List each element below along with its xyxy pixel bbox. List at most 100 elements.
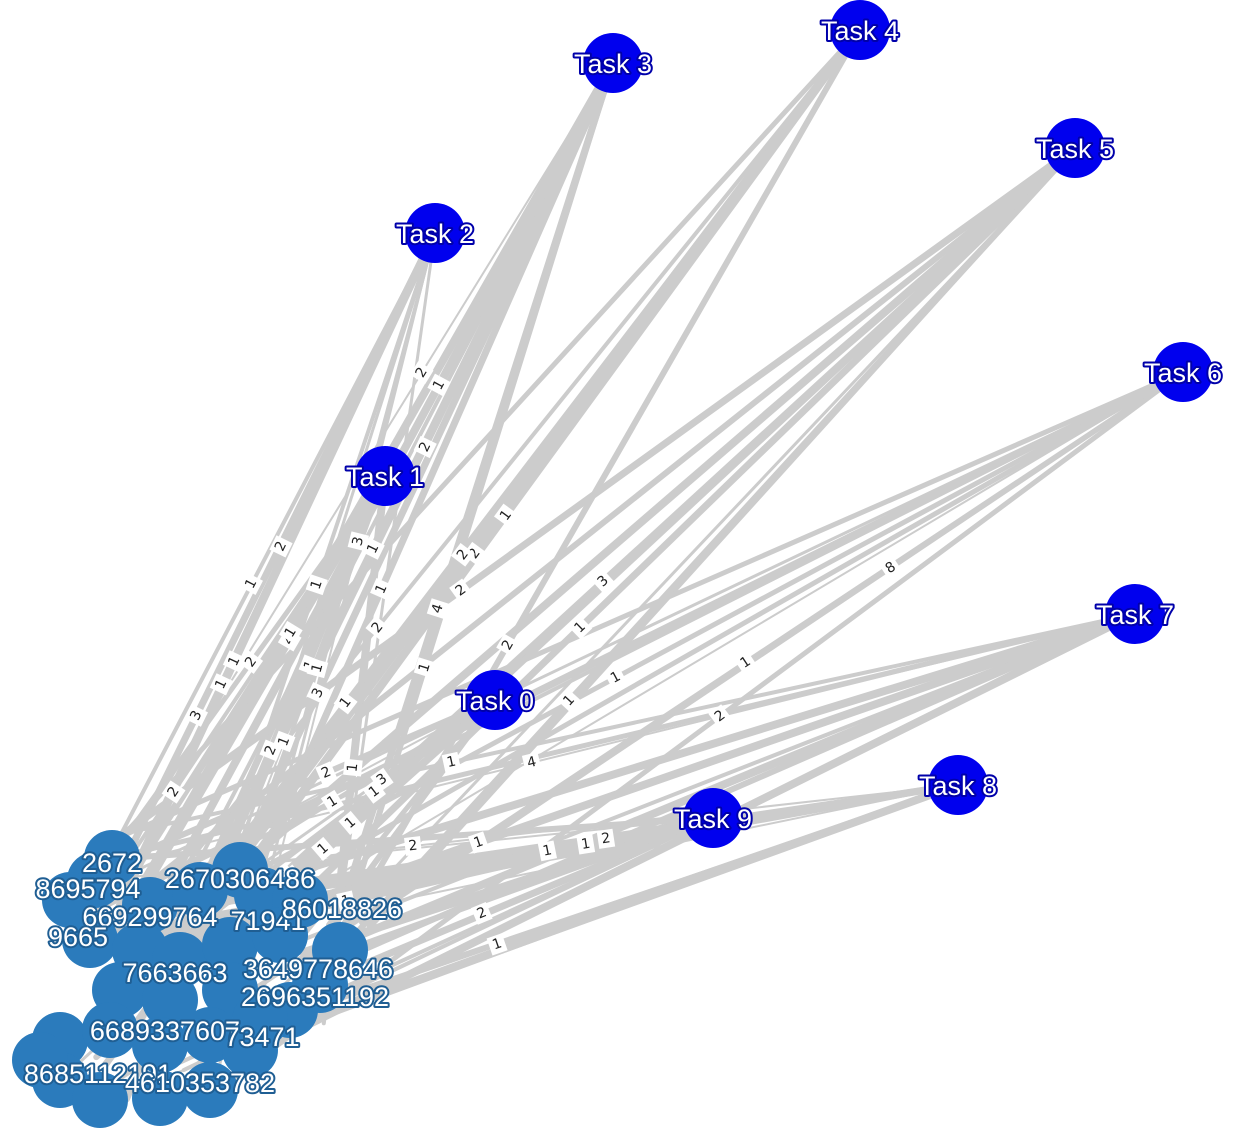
- document-node-label-d1[interactable]: 2672: [80, 846, 144, 880]
- document-node-circle[interactable]: [142, 972, 198, 1028]
- edge-weight-label: 1: [278, 620, 303, 644]
- edge-weight-label-bg: [362, 779, 387, 804]
- task-node-circle[interactable]: [683, 788, 743, 848]
- task-node-label: Task 4: [821, 16, 899, 46]
- task-node-t0[interactable]: Task 0: [454, 670, 536, 730]
- document-node-circle[interactable]: [202, 917, 258, 973]
- edge-weight-label-bg: [320, 789, 344, 814]
- edge-weight-label: 2: [315, 761, 338, 785]
- document-node-circle[interactable]: [252, 907, 308, 963]
- edge-weight-label: 1: [361, 537, 385, 560]
- task-node-t6[interactable]: Task 6: [1142, 342, 1224, 402]
- task-node-circle[interactable]: [1105, 584, 1165, 644]
- document-node-label-d10[interactable]: 2696351192: [239, 980, 391, 1014]
- task-node-label: Task 9: [674, 804, 752, 834]
- document-node-label-d8[interactable]: 7663663: [120, 956, 229, 990]
- task-node-t1[interactable]: Task 1: [344, 446, 426, 506]
- task-node-t3[interactable]: Task 3: [572, 33, 654, 93]
- edge-weight-label: 1: [320, 789, 344, 814]
- task-node-t2[interactable]: Task 2: [394, 203, 476, 263]
- document-node-label-d6[interactable]: 86018826: [280, 892, 404, 926]
- task-node-circle[interactable]: [465, 670, 525, 730]
- document-node-label-d11[interactable]: 6689337607: [88, 1014, 242, 1048]
- edge-weight-label-bg: [486, 933, 508, 956]
- edge-weight-label-bg: [470, 902, 493, 925]
- edge-weight-label: 1: [343, 758, 363, 777]
- edge-weight-label: 1: [557, 688, 582, 713]
- document-node-circle[interactable]: [182, 1062, 238, 1118]
- edge-t6-d4: [121, 370, 1185, 910]
- task-node-circle[interactable]: [405, 203, 465, 263]
- edge-weight-label-bg: [426, 598, 449, 619]
- task-node-circle[interactable]: [1045, 118, 1105, 178]
- edge-weight-label-bg: [450, 542, 475, 567]
- edge-weight-label-bg: [333, 690, 358, 715]
- edge-weight-label: 1: [427, 373, 451, 397]
- edge-weight-label-bg: [879, 555, 903, 580]
- edge-weight-text: 1: [580, 836, 591, 853]
- edge-t4-d8: [152, 27, 863, 955]
- task-node-circle[interactable]: [830, 0, 890, 60]
- edge-weight-label: 3: [184, 704, 209, 727]
- task-node-circle[interactable]: [928, 755, 988, 815]
- document-node-circle[interactable]: [312, 922, 368, 978]
- edge-weight-label: 1: [494, 503, 518, 528]
- edge-t9-d9: [298, 814, 717, 957]
- edge-weight-label-bg: [269, 535, 293, 558]
- document-node-circle[interactable]: [72, 1072, 128, 1128]
- edge-weight-label: 1: [486, 933, 508, 956]
- document-node-label-d4[interactable]: 669299764: [80, 900, 219, 934]
- task-node-circle[interactable]: [1153, 342, 1213, 402]
- edge-t8-d10: [296, 784, 959, 1011]
- document-node-label-d12[interactable]: 73471: [222, 1020, 301, 1054]
- edge-weight-label: 1: [333, 690, 358, 715]
- edge-weight-label-bg: [306, 681, 330, 705]
- task-node-t8[interactable]: Task 8: [917, 755, 999, 815]
- edge-weight-label: 1: [441, 751, 462, 773]
- task-node-t4[interactable]: Task 4: [819, 0, 901, 60]
- document-node-label-d9[interactable]: 3649778646: [241, 952, 395, 986]
- edge-weight-label: 1: [413, 657, 436, 678]
- edge-weight-text: 1: [344, 762, 361, 773]
- document-node-label-d13[interactable]: 8685112191: [22, 1057, 174, 1091]
- document-node-circle[interactable]: [82, 1002, 138, 1058]
- task-node-t7[interactable]: Task 7: [1094, 584, 1176, 644]
- edge-weight-label-bg: [361, 537, 385, 560]
- document-node-circle[interactable]: [12, 1032, 68, 1088]
- edge-t5-d2: [105, 145, 1078, 919]
- edge-weight-label-bg: [365, 615, 390, 640]
- task-node-circle[interactable]: [583, 33, 643, 93]
- edge-weight-label: 4: [521, 752, 542, 774]
- edge-weight-label-bg: [315, 761, 338, 785]
- edge-t5-d2: [75, 144, 1079, 870]
- document-node-label-d5[interactable]: 71941: [228, 904, 307, 938]
- document-node-label-d3[interactable]: 2670306486: [163, 862, 317, 896]
- document-node-circle[interactable]: [122, 877, 178, 933]
- edge-weight-label-bg: [370, 578, 393, 600]
- document-node-label-d14[interactable]: 4610353782: [123, 1066, 277, 1100]
- edge-weight-label: 1: [576, 834, 596, 855]
- task-node-t9[interactable]: Task 9: [672, 788, 754, 848]
- task-node-circle[interactable]: [355, 446, 415, 506]
- document-node-circle[interactable]: [132, 1017, 188, 1073]
- edge-weight-label: 2: [269, 535, 293, 558]
- document-node-circle[interactable]: [232, 992, 288, 1048]
- edge-weight-label-bg: [209, 673, 233, 696]
- edge-weight-label-bg: [537, 840, 557, 862]
- document-node-circle[interactable]: [132, 1070, 188, 1126]
- document-node-label-d2[interactable]: 8695794: [33, 872, 142, 906]
- document-node-label-d7[interactable]: 9665: [46, 920, 110, 954]
- edge-weight-label: 1: [467, 831, 490, 854]
- task-node-label: Task 8: [919, 771, 997, 801]
- edge-weight-label-bg: [591, 569, 616, 594]
- document-node-circle[interactable]: [62, 912, 118, 968]
- task-node-t5[interactable]: Task 5: [1034, 118, 1116, 178]
- task-node-label: Task 3: [574, 49, 652, 79]
- edge-weight-label-bg: [409, 361, 434, 385]
- edge-weight-text: 1: [340, 892, 352, 910]
- edge-weight-label-bg: [239, 572, 263, 595]
- edge-weight-text: 1: [445, 754, 457, 772]
- task-node-label: Task 0: [456, 686, 534, 716]
- edge-weight-text: 4: [526, 754, 539, 772]
